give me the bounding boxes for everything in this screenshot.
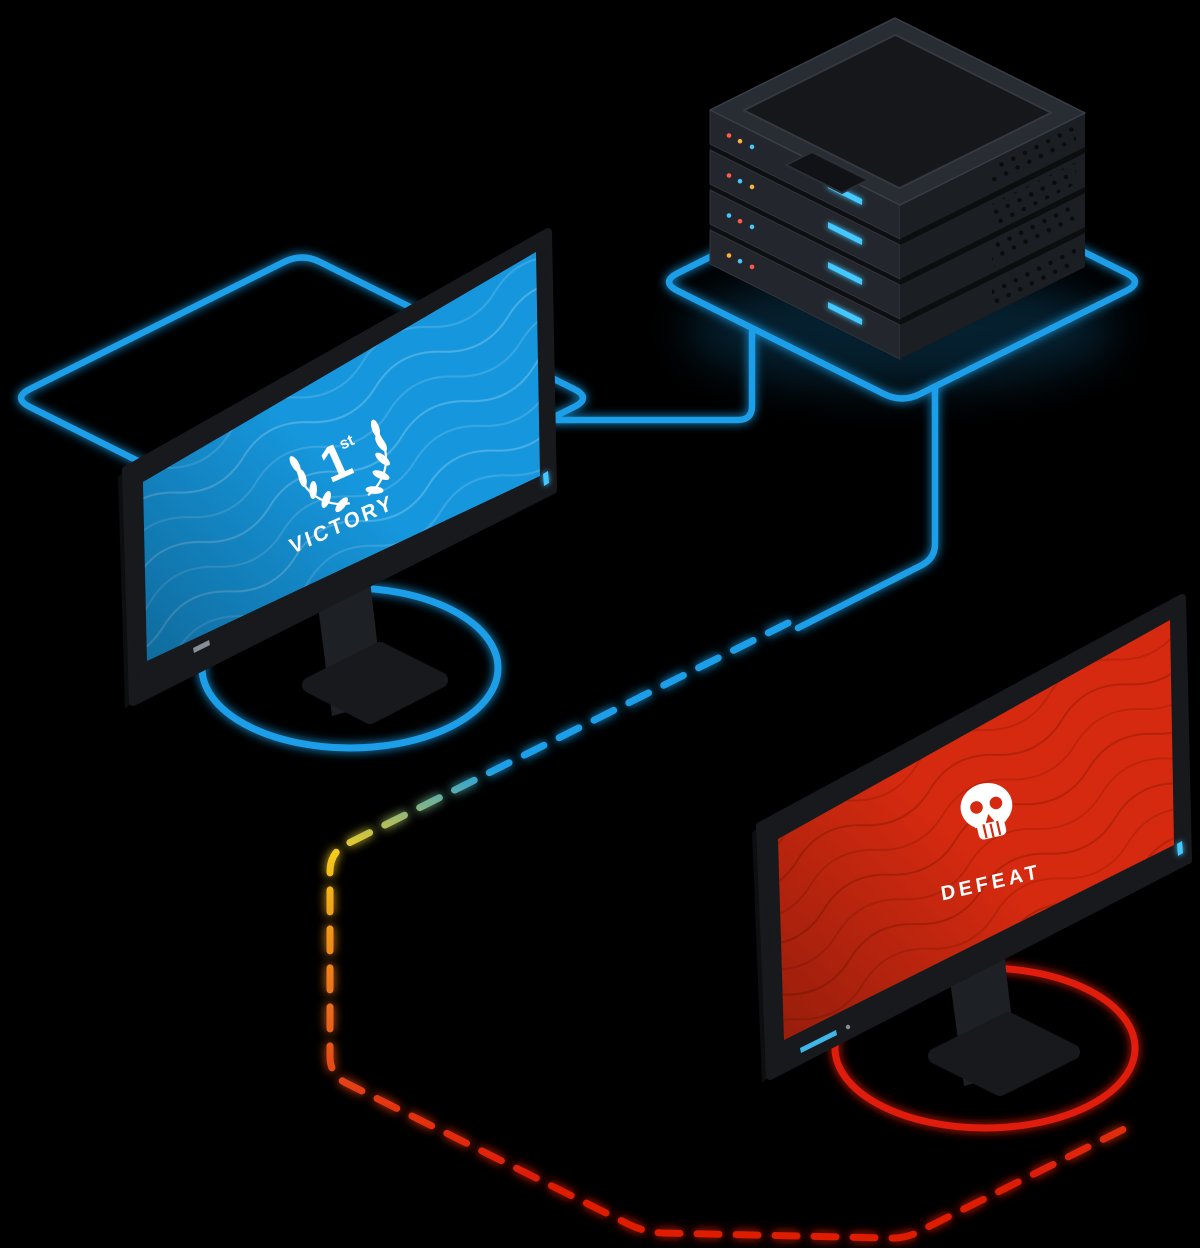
defeat-monitor-logo [845,1024,851,1030]
defeat-monitor-base [928,1012,1080,1096]
skull-icon [960,783,1013,840]
server-unit [709,229,1085,360]
latency-gradient-dashed-route [326,619,1130,1242]
victory-screen-shade [143,252,540,661]
defeat-monitor: DEFEAT [752,594,1192,1096]
server-unit [709,149,1085,280]
defeat-power-led [1177,841,1183,856]
victory-monitor-logo [193,640,210,653]
defeat-monitor-port-strip [800,1030,837,1053]
server-silhouette-right [900,113,1085,359]
server-led-strip [828,302,862,325]
server-top-inset [742,33,1053,190]
victory-power-led [543,471,549,486]
connections [326,328,1130,1242]
connection-server-to-victory-line [552,328,756,424]
server-silhouette-left [710,110,900,359]
server-rack [709,17,1086,360]
server-led-strip [828,262,862,285]
victory-platform-outline [17,254,587,542]
server-led-strip [828,222,862,245]
victory-monitor: 1 st VICTORY [118,228,557,724]
server-top-latch [785,151,869,194]
defeat-screen-shade [778,620,1174,1040]
connection-server-south-line [794,384,939,632]
server-unit [709,189,1085,320]
victory-monitor-base [302,642,448,724]
